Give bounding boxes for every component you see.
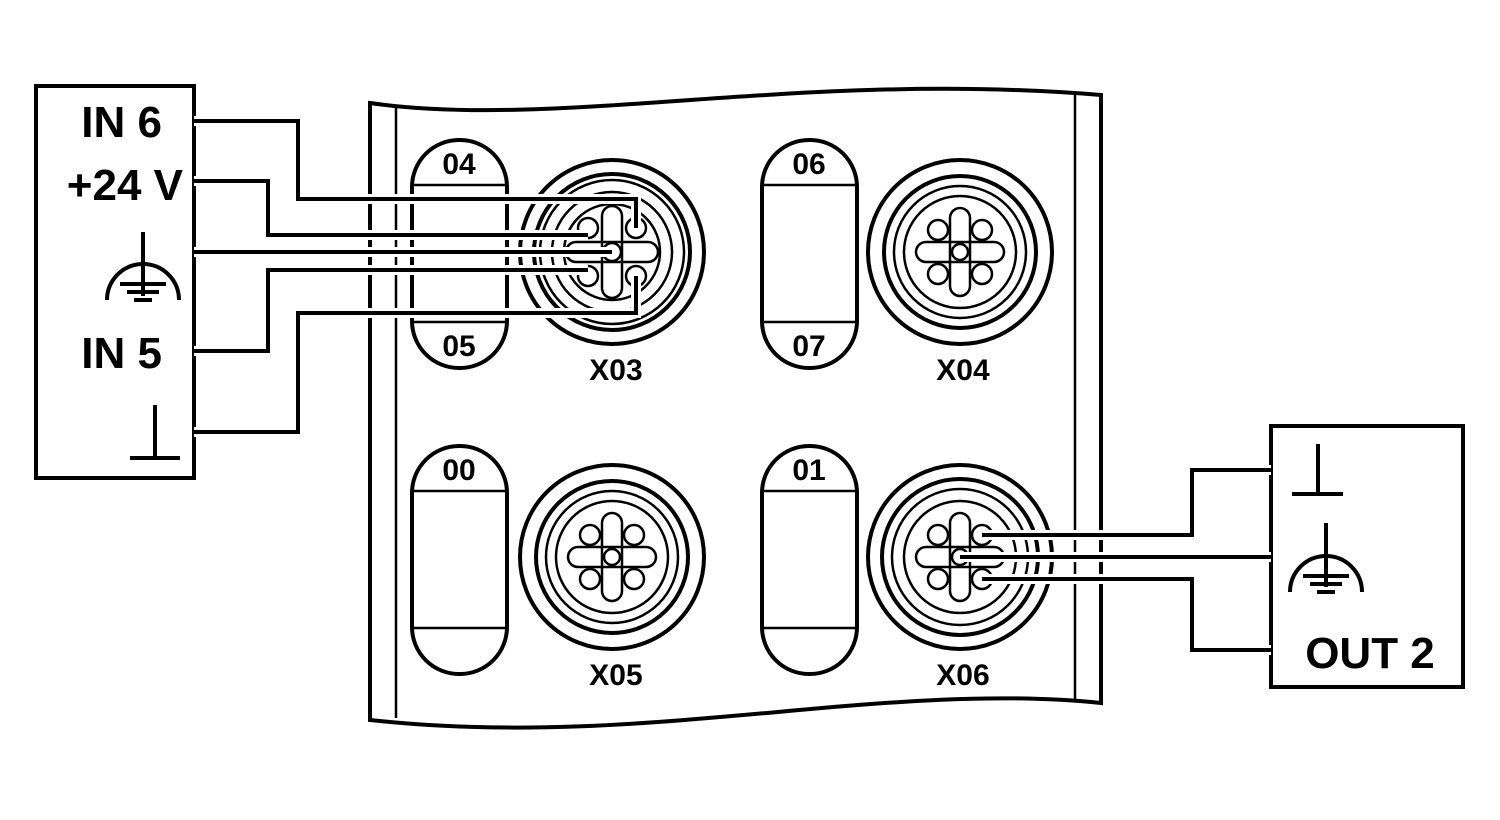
connector-label-x03: X03 xyxy=(589,354,642,387)
led-window-06-07 xyxy=(760,138,859,370)
label-out2: OUT 2 xyxy=(1305,629,1435,678)
led-label-00: 00 xyxy=(442,454,475,487)
led-label-07: 07 xyxy=(792,330,825,363)
wires-x03 xyxy=(194,116,641,437)
label-24v: +24 V xyxy=(67,161,184,210)
ground-icon xyxy=(1292,444,1343,496)
label-in6: IN 6 xyxy=(81,98,162,147)
led-label-04: 04 xyxy=(442,148,476,181)
actuator-terminal-box xyxy=(1269,424,1465,689)
wires-x06 xyxy=(960,465,1271,655)
led-label-01: 01 xyxy=(792,454,825,487)
led-label-05: 05 xyxy=(442,330,475,363)
led-window-00 xyxy=(410,444,509,676)
connector-x04 xyxy=(866,158,1054,346)
connector-x05 xyxy=(518,463,706,651)
led-label-06: 06 xyxy=(792,148,825,181)
label-in5: IN 5 xyxy=(81,329,162,378)
connector-label-x05: X05 xyxy=(589,659,642,692)
earth-icon xyxy=(105,232,181,302)
earth-icon xyxy=(1288,523,1364,594)
connector-label-x04: X04 xyxy=(936,354,990,387)
sensor-terminal-box xyxy=(34,84,196,480)
ground-icon xyxy=(130,405,180,460)
led-window-01 xyxy=(760,444,859,676)
connector-label-x06: X06 xyxy=(936,659,989,692)
